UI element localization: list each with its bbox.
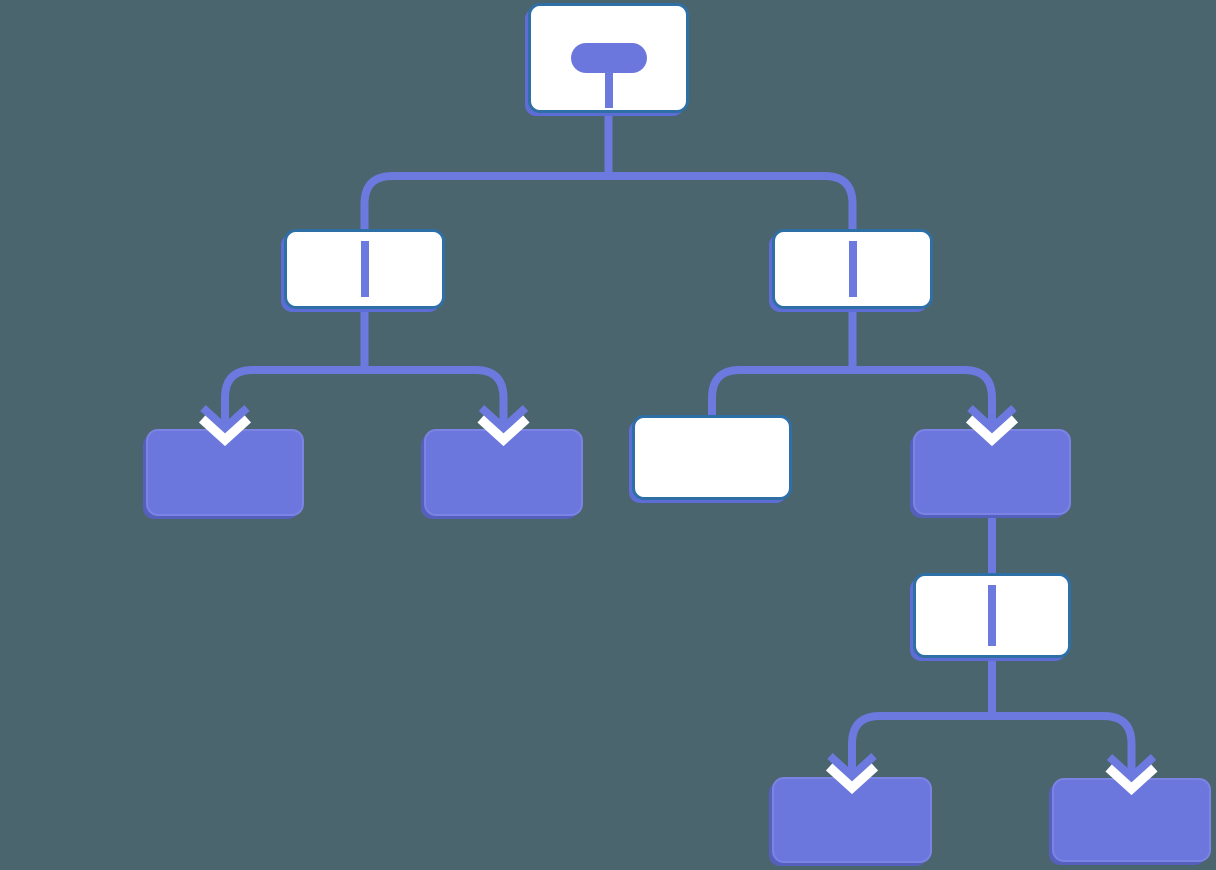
connector-branch-left-branches xyxy=(221,366,508,435)
leaf-bottom-1-arrow-down-icon xyxy=(827,753,877,782)
start-pill-stem xyxy=(604,72,613,108)
leaf-top-1-node[interactable] xyxy=(146,429,304,516)
connector-root-branches xyxy=(360,172,857,235)
branch-right-node[interactable] xyxy=(772,229,933,309)
leaf-top-1-arrow-down-icon xyxy=(200,405,250,434)
split-divider xyxy=(848,241,857,297)
split-divider xyxy=(360,241,369,297)
leaf-bottom-2-node[interactable] xyxy=(1052,778,1211,862)
branch-left-node[interactable] xyxy=(284,229,445,309)
leaf-top-2-node[interactable] xyxy=(424,429,583,516)
start-pill-icon xyxy=(570,43,647,73)
branch-mid-node[interactable] xyxy=(913,429,1071,515)
leaf-bottom-1-node[interactable] xyxy=(772,777,932,863)
leaf-bottom-2-arrow-down-icon xyxy=(1106,754,1157,783)
branch-lower-node[interactable] xyxy=(913,573,1071,658)
task-plain-node[interactable] xyxy=(632,415,792,500)
connector-branch-lower-branches xyxy=(848,712,1136,784)
leaf-top-2-arrow-down-icon xyxy=(478,405,529,434)
root-node[interactable] xyxy=(528,3,689,113)
branch-mid-arrow-down-icon xyxy=(967,405,1017,434)
split-divider xyxy=(988,585,996,646)
